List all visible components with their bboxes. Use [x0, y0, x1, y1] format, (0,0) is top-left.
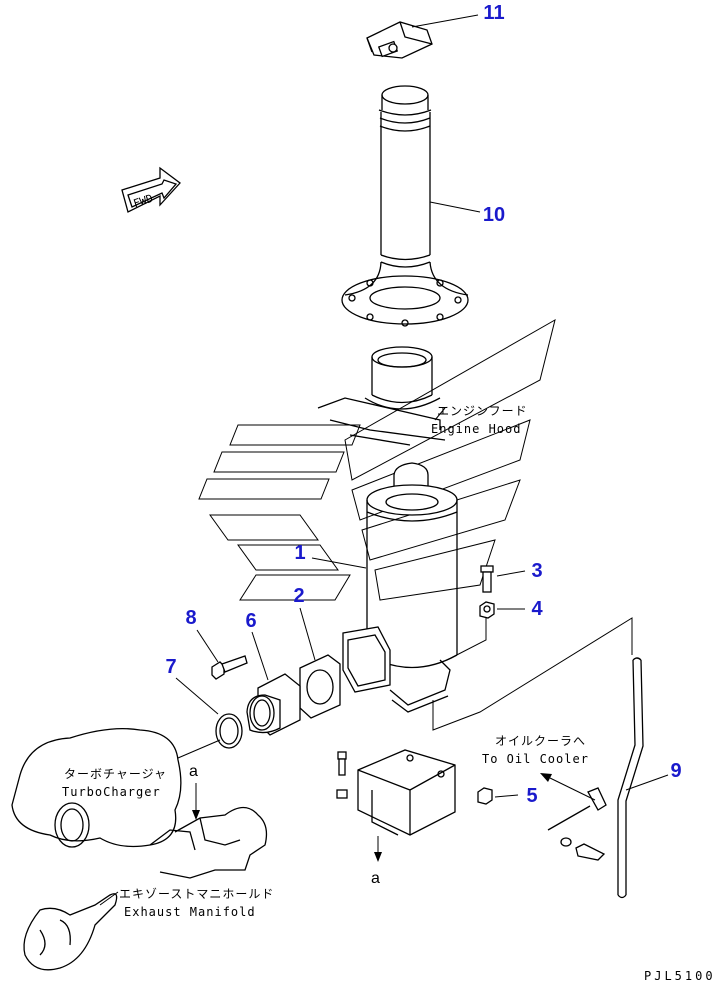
engine-hood-label-en: Engine Hood [431, 422, 522, 436]
turbocharger-label-jp: ターボチャージャ [64, 767, 168, 781]
turbocharger-label-en: TurboCharger [62, 785, 161, 799]
callout-5: 5 [526, 785, 538, 807]
muffler-part-1 [311, 462, 458, 713]
callout-10: 10 [482, 204, 506, 226]
drain-pipe-part-9 [540, 657, 669, 899]
oil-cooler-label-jp: オイルクーラへ [495, 734, 587, 748]
callout-1: 1 [294, 542, 306, 564]
callout-2: 2 [293, 585, 305, 607]
callout-7: 7 [165, 656, 177, 678]
reference-a-bottom: a [371, 870, 380, 887]
nut-part-4 [446, 601, 525, 661]
gasket-part-7 [175, 677, 243, 749]
oil-cooler-label-en: To Oil Cooler [482, 752, 589, 766]
callout-8: 8 [185, 607, 197, 629]
turbocharger [11, 728, 221, 851]
mounting-bracket [336, 617, 633, 862]
bolt-part-3 [480, 565, 526, 593]
exhaust-manifold-label-jp: エキゾーストマニホールド [119, 887, 275, 901]
fwd-label: FWD [132, 192, 155, 211]
callout-11: 11 [483, 2, 505, 24]
nut-part-5 [477, 787, 519, 805]
flange-part-6 [246, 631, 301, 736]
exhaust-manifold-label-en: Exhaust Manifold [124, 905, 256, 919]
callout-9: 9 [670, 760, 682, 782]
drawing-code: PJL5100 [644, 969, 716, 983]
engine-hood-label-jp: エンジンフード [437, 404, 528, 418]
fwd-arrow-icon: FWD [121, 166, 181, 213]
reference-a-top: a [189, 763, 198, 780]
callout-4: 4 [531, 598, 543, 620]
bolt-part-8 [196, 629, 248, 680]
exhaust-stack-part-10 [341, 85, 481, 327]
gasket-part-2 [299, 607, 341, 719]
rain-cap-part-11 [366, 14, 479, 59]
callout-3: 3 [531, 560, 543, 582]
exhaust-manifold [23, 806, 268, 971]
hood-collar [317, 346, 446, 446]
callout-6: 6 [245, 610, 257, 632]
